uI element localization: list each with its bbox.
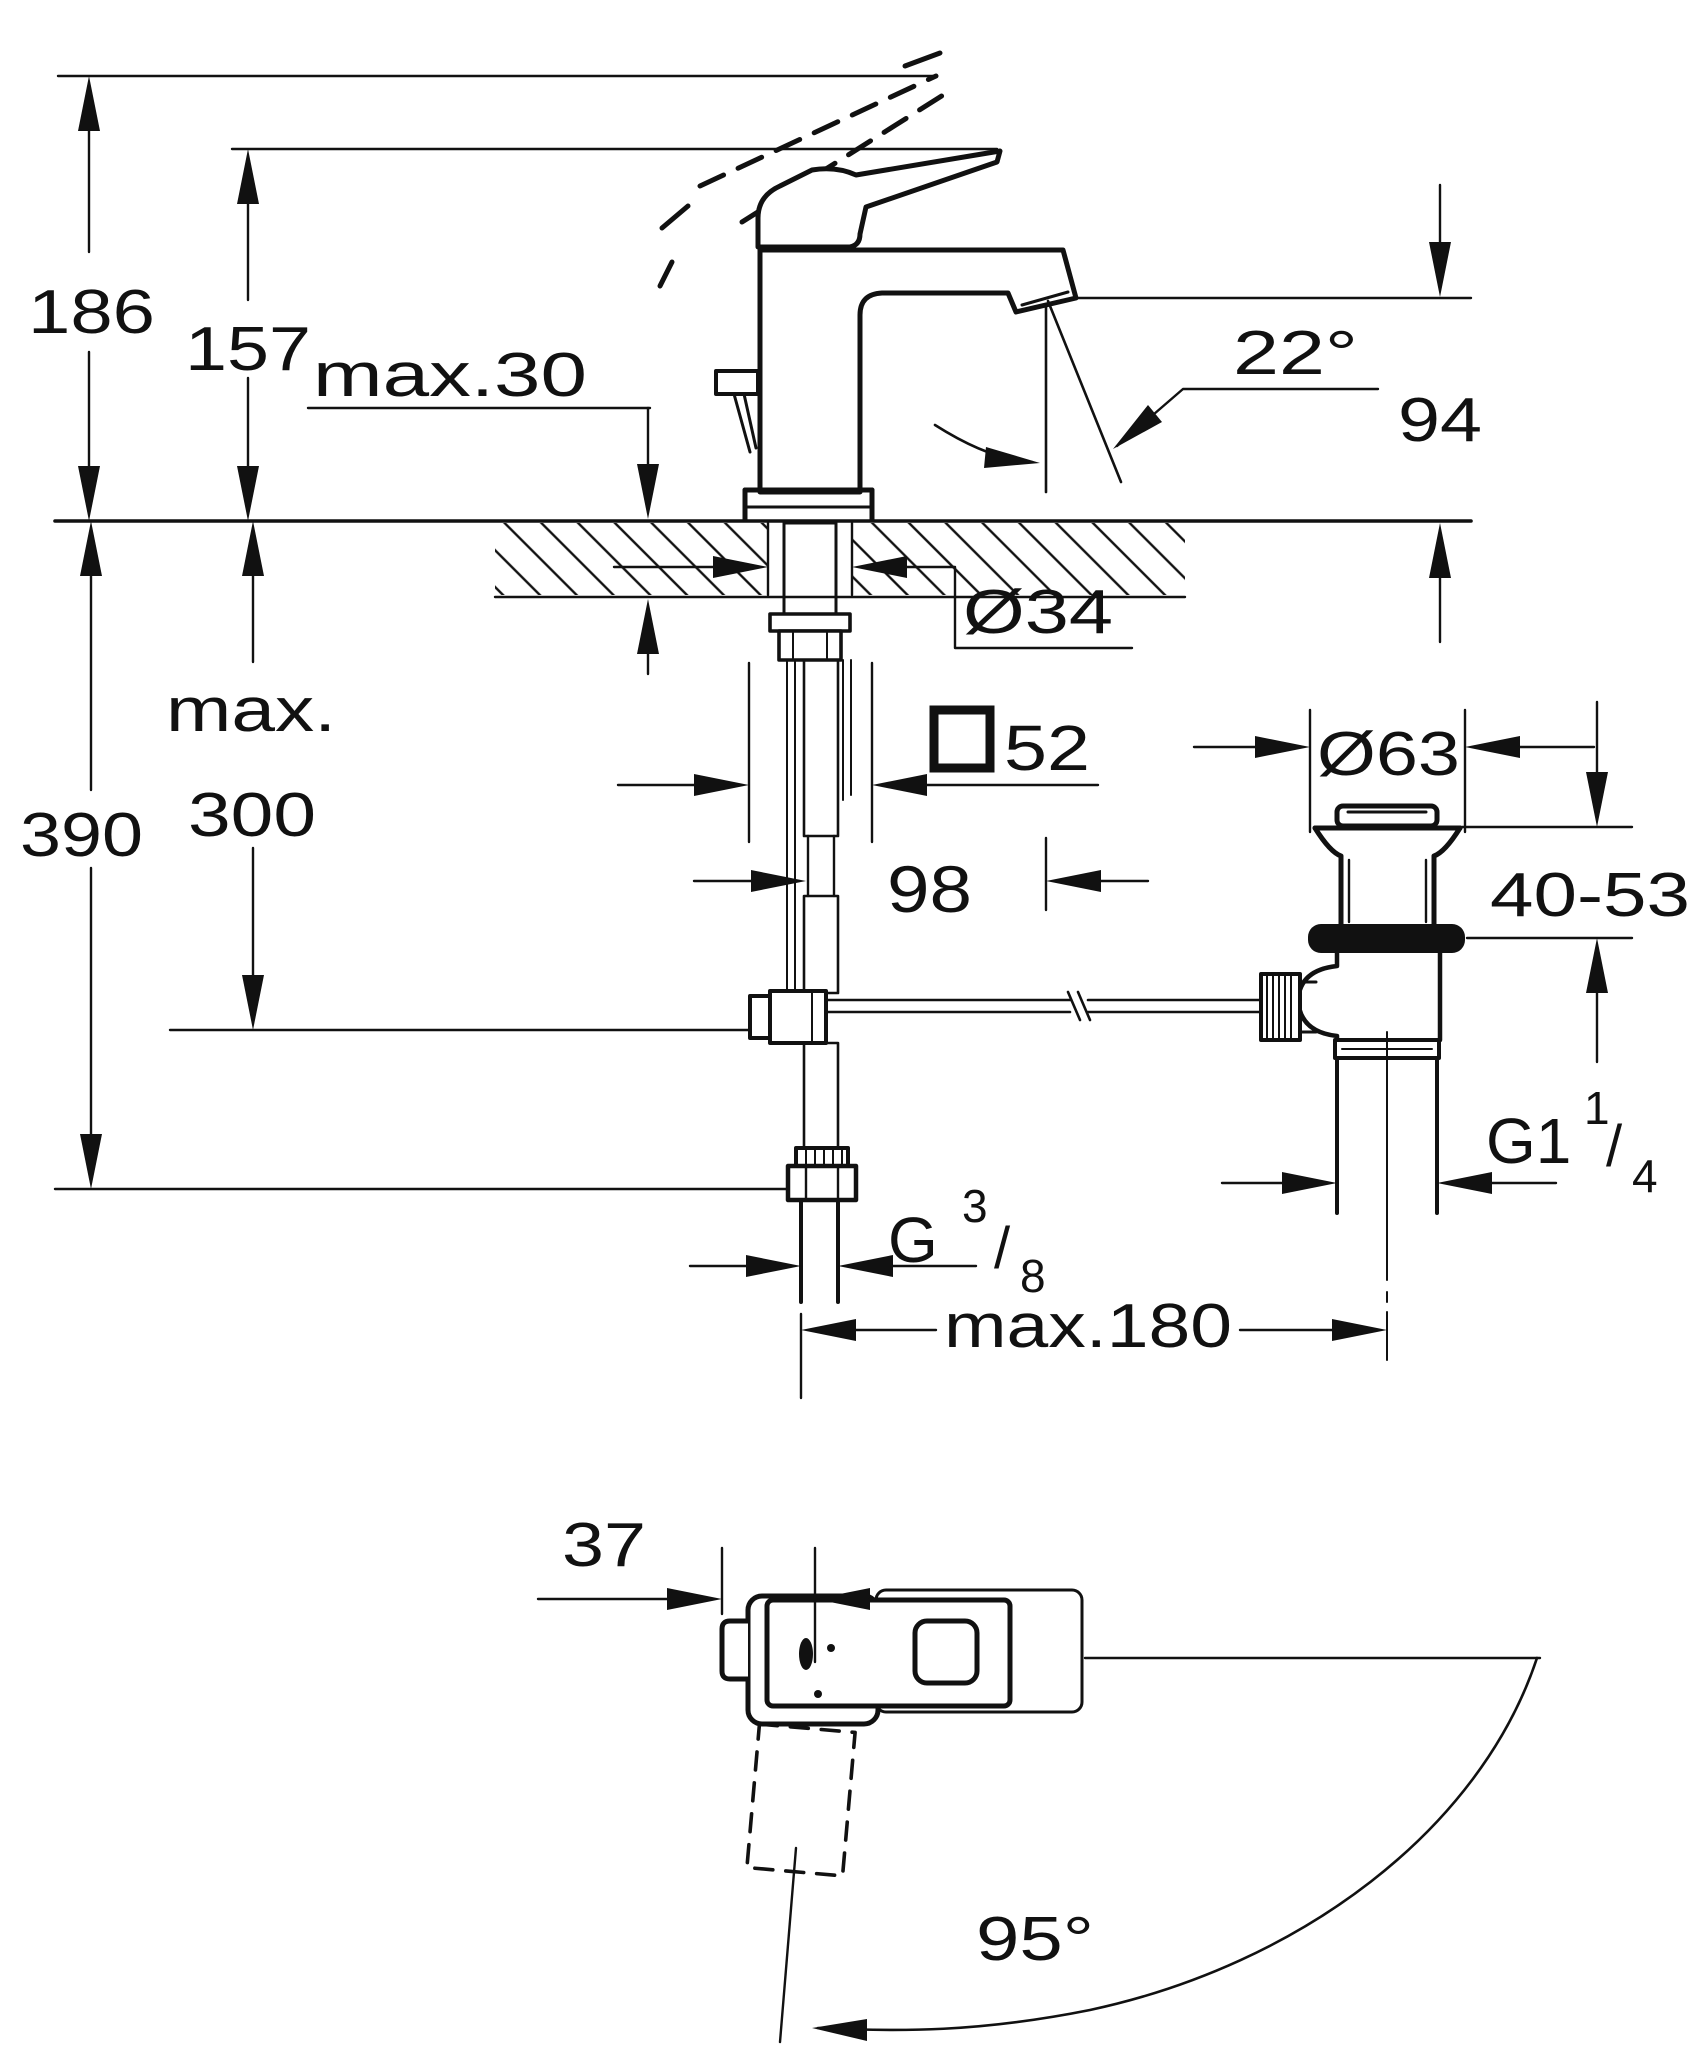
handle-lever <box>755 148 1003 250</box>
stream-angled-line <box>1046 299 1123 484</box>
dim-d34: Ø34 <box>612 556 1134 650</box>
dim-g114-prefix: G1 <box>1486 1105 1571 1177</box>
pop-up-knob <box>714 369 760 396</box>
dim-390: 390 <box>20 521 143 1189</box>
square-symbol <box>929 705 995 773</box>
dim-98: 98 <box>692 836 1150 926</box>
raised-handle-tip-dash <box>902 50 943 69</box>
supply-hose-braid-upper <box>802 658 840 838</box>
dim-g38: G 3 / 8 <box>688 1180 1046 1302</box>
dim-98-label: 98 <box>887 852 972 926</box>
dim-g38-denominator: 8 <box>1020 1250 1046 1302</box>
dim-22deg-label: 22° <box>1233 319 1358 388</box>
dim-g114-numerator: 1 <box>1584 1082 1610 1134</box>
faucet-body <box>757 247 1079 495</box>
counter-hatching-right <box>852 523 1185 595</box>
raised-hub-dash-2 <box>657 259 675 289</box>
dim-sq52: 52 <box>616 661 1100 844</box>
hose-collar <box>794 1146 850 1168</box>
reference-lines <box>53 74 1473 1191</box>
dim-max300: max. 300 <box>166 521 336 1030</box>
flange-left-side <box>1312 825 1344 927</box>
dim-186: 186 <box>28 76 155 521</box>
dim-g38-prefix: G <box>888 1204 938 1276</box>
dim-95deg-label: 95° <box>976 1905 1094 1974</box>
dim-4053-label: 40-53 <box>1490 861 1690 930</box>
pop-up-pin-edge-2 <box>742 392 758 450</box>
handle-square-detail <box>912 1618 980 1686</box>
dim-37: 37 <box>536 1511 942 1664</box>
dim-157-label: 157 <box>185 315 311 384</box>
dim-d34-label: Ø34 <box>963 578 1113 647</box>
top-view: 37 95° <box>536 1511 1542 2044</box>
counter-section <box>53 519 1473 599</box>
dim-g114-denominator: 4 <box>1632 1150 1658 1202</box>
dim-22deg: 22° <box>1113 319 1380 449</box>
dim-max180-label: max.180 <box>944 1292 1232 1361</box>
dim-157: 157 <box>185 149 311 521</box>
pivot-mark <box>799 1638 813 1670</box>
shank-washer <box>768 612 852 633</box>
linkage-end-cap <box>748 994 772 1040</box>
raised-handle-upper-edge <box>697 73 939 189</box>
dim-4053: 40-53 <box>1460 700 1690 1064</box>
dim-max300-label-300: 300 <box>188 781 316 850</box>
shank-nut <box>777 629 843 662</box>
drain-assembly <box>1259 803 1465 1361</box>
linkage-tee-block <box>768 989 828 1045</box>
pop-up-pin-edge-1 <box>732 392 752 454</box>
dim-186-label: 186 <box>28 278 155 347</box>
raised-hub-dash-1 <box>659 203 691 231</box>
stream-arc-arrowhead <box>984 447 1040 468</box>
dim-g38-numerator: 3 <box>962 1180 988 1232</box>
dimensions-front: 186 157 max.30 <box>20 76 1690 1400</box>
dim-d63-label: Ø63 <box>1317 720 1460 789</box>
dim-max30-label: max.30 <box>313 341 587 410</box>
dim-37-label: 37 <box>562 1511 646 1580</box>
dim-g114: G1 1 / 4 <box>1220 1082 1658 1202</box>
dim-g114-slash: / <box>1606 1114 1623 1179</box>
spout-tab <box>719 1618 751 1682</box>
swivel-arc <box>816 1656 1539 2032</box>
dim-390-label: 390 <box>20 801 143 870</box>
swivel-arc-arrowhead <box>812 2019 867 2041</box>
faucet <box>657 50 1079 523</box>
plug-cap <box>1334 803 1440 829</box>
dim-max180: max.180 <box>799 1292 1387 1400</box>
rubber-seal <box>1308 924 1465 953</box>
aerator-slot <box>1020 290 1070 307</box>
rod-break-mark-2 <box>1076 990 1092 1022</box>
dim-g38-slash: / <box>994 1216 1011 1281</box>
dim-94-label: 94 <box>1398 386 1482 455</box>
pivot-dot-2 <box>814 1690 822 1698</box>
swung-handle-centerline <box>778 1846 798 2044</box>
water-stream <box>933 299 1123 494</box>
dim-max300-label-max: max. <box>166 676 336 745</box>
flange-right-side <box>1431 825 1463 927</box>
rod-break-mark-1 <box>1066 990 1082 1022</box>
dim-94: 94 <box>1398 183 1482 644</box>
dim-sq52-label: 52 <box>1004 712 1090 784</box>
undercounter-plumbing <box>748 521 1263 1304</box>
pivot-dot-1 <box>827 1644 835 1652</box>
supply-nut <box>785 1163 859 1203</box>
dim-max30: max.30 <box>306 341 659 676</box>
front-view: 186 157 max.30 <box>20 50 1690 2044</box>
dim-d63: Ø63 <box>1192 708 1596 834</box>
